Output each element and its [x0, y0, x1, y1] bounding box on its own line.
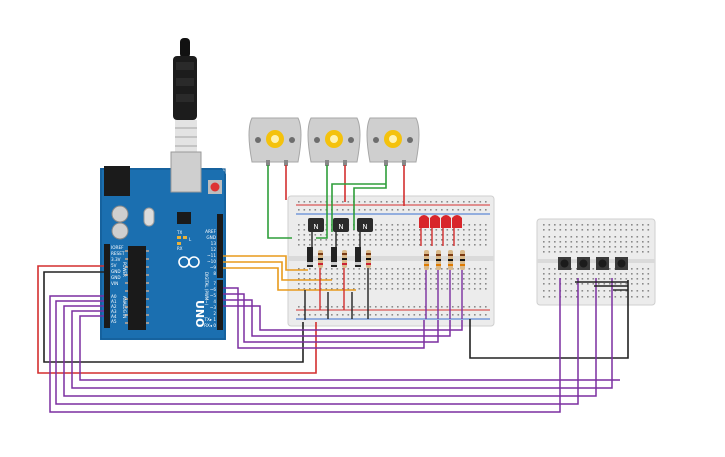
breadboard-holes: [298, 201, 487, 316]
resistor-icon[interactable]: [460, 250, 465, 270]
power-pin-labels: IOREF RESET 3.3V 5V GND GND VIN A0 A1 A2…: [111, 245, 125, 324]
transistor-icon[interactable]: N: [357, 218, 373, 232]
resistor-icon[interactable]: [424, 250, 429, 270]
label-aref: AREF: [205, 229, 216, 234]
label-d0: RX◂ 0: [204, 323, 216, 328]
transistor-label: N: [362, 223, 367, 231]
resistor-icon[interactable]: [448, 250, 453, 270]
button-wires: [575, 281, 628, 291]
label-ioref: IOREF: [111, 245, 124, 250]
led-icon[interactable]: [452, 215, 462, 228]
label-analog: ANALOG IN: [122, 296, 127, 318]
led-icon[interactable]: [430, 215, 440, 228]
label-power: POWER: [122, 262, 127, 277]
breadboard-holes: [543, 224, 650, 298]
label-d11: ~11: [207, 253, 216, 258]
resistor-icon[interactable]: [318, 250, 323, 268]
label-d9: ~9: [210, 265, 217, 270]
label-gnd-1: GND: [111, 269, 121, 274]
pushbutton-icon[interactable]: [577, 257, 590, 270]
transistor-label: N: [338, 223, 343, 231]
label-a3: A3: [111, 309, 117, 314]
dc-motor-icon[interactable]: [366, 117, 420, 166]
label-d7: 7: [213, 281, 216, 286]
motor-wires: [267, 165, 405, 239]
internal-wires: [304, 228, 463, 320]
label-d2: 2: [213, 311, 216, 316]
label-a0: A0: [111, 294, 117, 299]
led-icon[interactable]: [419, 215, 429, 228]
arduino-logo-icon: [178, 256, 200, 268]
label-5v: 5V: [111, 263, 117, 268]
label-d8: 8: [213, 271, 216, 276]
transistor-icon[interactable]: N: [308, 218, 324, 232]
diode-icon[interactable]: [331, 247, 337, 267]
transistor-icon[interactable]: N: [333, 218, 349, 232]
resistor-icon[interactable]: [366, 250, 371, 268]
usb-cable-icon: [173, 38, 197, 154]
label-d5: ~5: [210, 293, 217, 298]
board-name: UNO: [193, 300, 206, 328]
label-tx: TX: [176, 230, 182, 235]
dc-motor-icon[interactable]: [248, 117, 302, 166]
label-a5: A5: [111, 319, 117, 324]
signal-wires-orange: [223, 255, 356, 291]
dc-motor-icon[interactable]: [307, 117, 361, 166]
pushbutton-icon[interactable]: [558, 257, 571, 270]
pushbutton-icon[interactable]: [615, 257, 628, 270]
arduino-uno-board[interactable]: UNO L TX RX IOREF RESET 3.3V 5V GND GND …: [100, 151, 226, 340]
label-reset: RESET: [111, 251, 125, 256]
label-d6: ~6: [210, 287, 217, 292]
label-d12: 12: [211, 247, 217, 252]
diode-icon[interactable]: [307, 247, 313, 267]
transistor-label: N: [313, 223, 318, 231]
label-gnd-2: GND: [111, 275, 121, 280]
label-rx: RX: [177, 246, 183, 251]
label-gnd-3: GND: [206, 235, 216, 240]
label-d3: ~3: [210, 305, 217, 310]
label-d13: 13: [211, 241, 217, 246]
resistor-icon[interactable]: [436, 250, 441, 270]
diode-icon[interactable]: [355, 247, 361, 267]
resistor-icon[interactable]: [342, 250, 347, 268]
label-d4: 4: [213, 299, 216, 304]
label-a2: A2: [111, 304, 117, 309]
pushbutton-icon[interactable]: [596, 257, 609, 270]
signal-wires-purple: [49, 278, 620, 413]
digital-pin-labels: AREF GND 13 12 ~11 ~10 ~9 8 7 ~6 ~5 4 ~3…: [203, 229, 216, 328]
label-digital: DIGITAL (PWM~): [204, 272, 209, 306]
label-vin: VIN: [111, 281, 118, 286]
label-3v3: 3.3V: [111, 257, 121, 262]
label-d1: TX▸ 1: [203, 317, 216, 322]
led-icon[interactable]: [441, 215, 451, 228]
label-a1: A1: [111, 299, 117, 304]
label-l: L: [189, 237, 192, 242]
label-a4: A4: [111, 314, 117, 319]
label-d10: ~10: [207, 259, 216, 264]
